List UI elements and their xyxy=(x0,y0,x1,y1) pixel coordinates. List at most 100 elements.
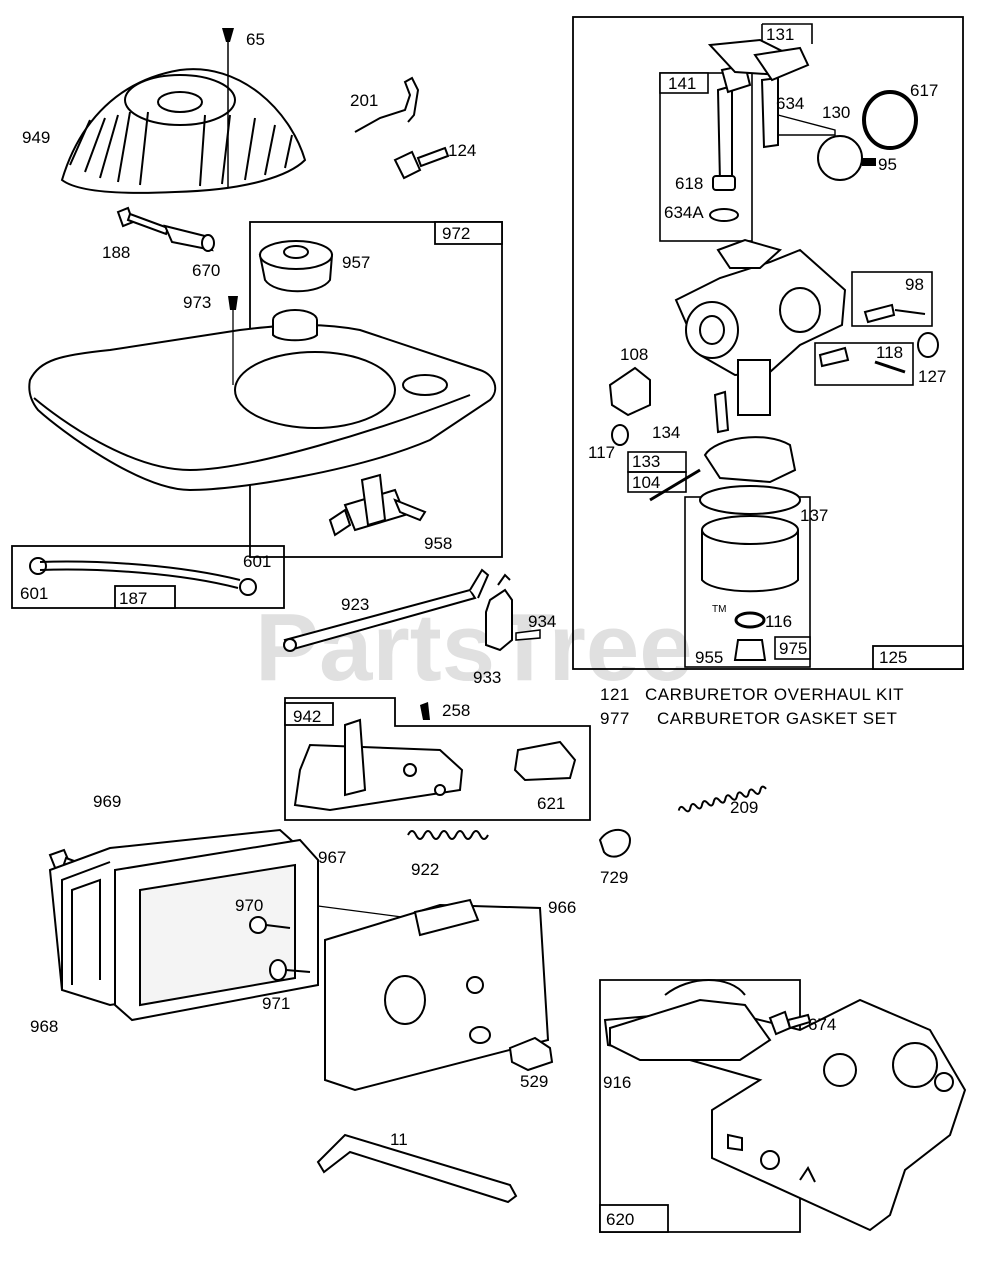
label-98: 98 xyxy=(905,275,924,294)
label-923: 923 xyxy=(341,595,369,614)
screw-674[interactable] xyxy=(768,1010,812,1036)
label-934: 934 xyxy=(528,612,556,631)
oring-127[interactable] xyxy=(917,332,939,358)
governor-plate-942[interactable] xyxy=(293,718,464,812)
label-973: 973 xyxy=(183,293,211,312)
screw-934[interactable] xyxy=(515,629,541,641)
screw-65[interactable] xyxy=(222,28,234,42)
filter-element-967[interactable] xyxy=(114,838,319,1022)
clip-201[interactable] xyxy=(354,76,420,133)
governor-lever-916[interactable] xyxy=(609,979,772,1061)
part-117[interactable] xyxy=(611,424,629,446)
label-529: 529 xyxy=(520,1072,548,1091)
label-134: 134 xyxy=(652,423,680,442)
label-620: 620 xyxy=(606,1210,634,1229)
label-118: 118 xyxy=(876,343,903,362)
watermark: PartsTree xyxy=(255,594,693,701)
oring-617[interactable] xyxy=(862,90,918,150)
label-949: 949 xyxy=(22,128,50,147)
group-box-125 xyxy=(572,16,964,670)
label-971: 971 xyxy=(262,994,290,1013)
group-box-118 xyxy=(814,342,914,386)
screw-124[interactable] xyxy=(393,146,450,180)
fuel-tank[interactable] xyxy=(28,309,497,492)
watermark-tm: TM xyxy=(712,604,726,615)
label-187: 187 xyxy=(119,589,147,608)
label-621: 621 xyxy=(537,794,565,813)
label-601-left: 601 xyxy=(20,584,48,603)
note-121-text: CARBURETOR OVERHAUL KIT xyxy=(645,685,904,704)
label-116: 116 xyxy=(765,612,792,631)
label-967: 967 xyxy=(318,848,346,867)
spring-922[interactable] xyxy=(407,830,489,840)
fuel-line-187[interactable] xyxy=(39,560,241,589)
governor-link-923[interactable] xyxy=(283,568,490,652)
air-cleaner-body-966[interactable] xyxy=(324,898,550,1092)
bowl-nut-955[interactable] xyxy=(733,639,767,661)
label-95: 95 xyxy=(878,155,897,174)
spring-209[interactable] xyxy=(677,785,767,814)
label-972: 972 xyxy=(442,224,470,243)
throttle-plate-108[interactable] xyxy=(608,366,651,417)
air-cleaner-cover-949[interactable] xyxy=(60,68,307,194)
label-201: 201 xyxy=(350,91,378,110)
fuel-cap-957[interactable] xyxy=(258,240,334,293)
note-121-number: 121 xyxy=(600,685,630,704)
bracket-933[interactable] xyxy=(485,573,513,652)
control-bracket-621[interactable] xyxy=(513,740,577,782)
breather-tube-11[interactable] xyxy=(316,1133,518,1204)
label-674: 674 xyxy=(808,1015,836,1034)
label-601-right: 601 xyxy=(243,552,271,571)
washer-116[interactable] xyxy=(734,611,766,629)
screw-973[interactable] xyxy=(228,296,238,310)
label-127: 127 xyxy=(918,367,946,386)
label-104: 104 xyxy=(632,473,660,492)
pin-104[interactable] xyxy=(649,468,701,502)
bolt-188[interactable] xyxy=(116,206,170,236)
screw-95[interactable] xyxy=(862,158,876,166)
float-bowl-137[interactable] xyxy=(699,485,801,593)
label-117: 117 xyxy=(588,443,615,462)
idle-screw-118[interactable] xyxy=(818,346,850,368)
label-133: 133 xyxy=(632,452,660,471)
label-188: 188 xyxy=(102,243,130,262)
label-65: 65 xyxy=(246,30,265,49)
seal-618[interactable] xyxy=(712,175,736,191)
screw-970[interactable] xyxy=(249,916,291,934)
label-968: 968 xyxy=(30,1017,58,1036)
choke-shaft-634[interactable] xyxy=(753,46,810,149)
needle-98[interactable] xyxy=(863,303,896,324)
screw-258[interactable] xyxy=(420,702,430,720)
note-977-text: CARBURETOR GASKET SET xyxy=(657,709,897,728)
note-977-number: 977 xyxy=(600,709,630,728)
float[interactable] xyxy=(703,436,797,484)
label-942: 942 xyxy=(293,707,321,726)
carburetor-body[interactable] xyxy=(674,238,847,416)
clamp-601-right[interactable] xyxy=(239,578,257,596)
label-141: 141 xyxy=(668,74,696,93)
label-933: 933 xyxy=(473,668,501,687)
label-922: 922 xyxy=(411,860,439,879)
clamp-601-left[interactable] xyxy=(29,557,47,575)
label-130: 130 xyxy=(822,103,850,122)
label-258: 258 xyxy=(442,701,470,720)
stud-971[interactable] xyxy=(269,959,311,981)
label-125: 125 xyxy=(879,648,907,667)
elbow-529[interactable] xyxy=(508,1036,554,1072)
needle-134[interactable] xyxy=(713,390,730,434)
clip-729[interactable] xyxy=(598,828,632,858)
washer-634a[interactable] xyxy=(709,208,739,222)
label-634a: 634A xyxy=(664,203,704,222)
label-975: 975 xyxy=(779,639,807,658)
label-108: 108 xyxy=(620,345,648,364)
label-958: 958 xyxy=(424,534,452,553)
shutoff-valve-958[interactable] xyxy=(328,473,427,537)
spacer-670[interactable] xyxy=(163,224,215,252)
label-670: 670 xyxy=(192,261,220,280)
label-916: 916 xyxy=(603,1073,631,1092)
label-729: 729 xyxy=(600,868,628,887)
label-969: 969 xyxy=(93,792,121,811)
group-box-104 xyxy=(627,471,687,493)
gasket-130[interactable] xyxy=(817,135,863,181)
